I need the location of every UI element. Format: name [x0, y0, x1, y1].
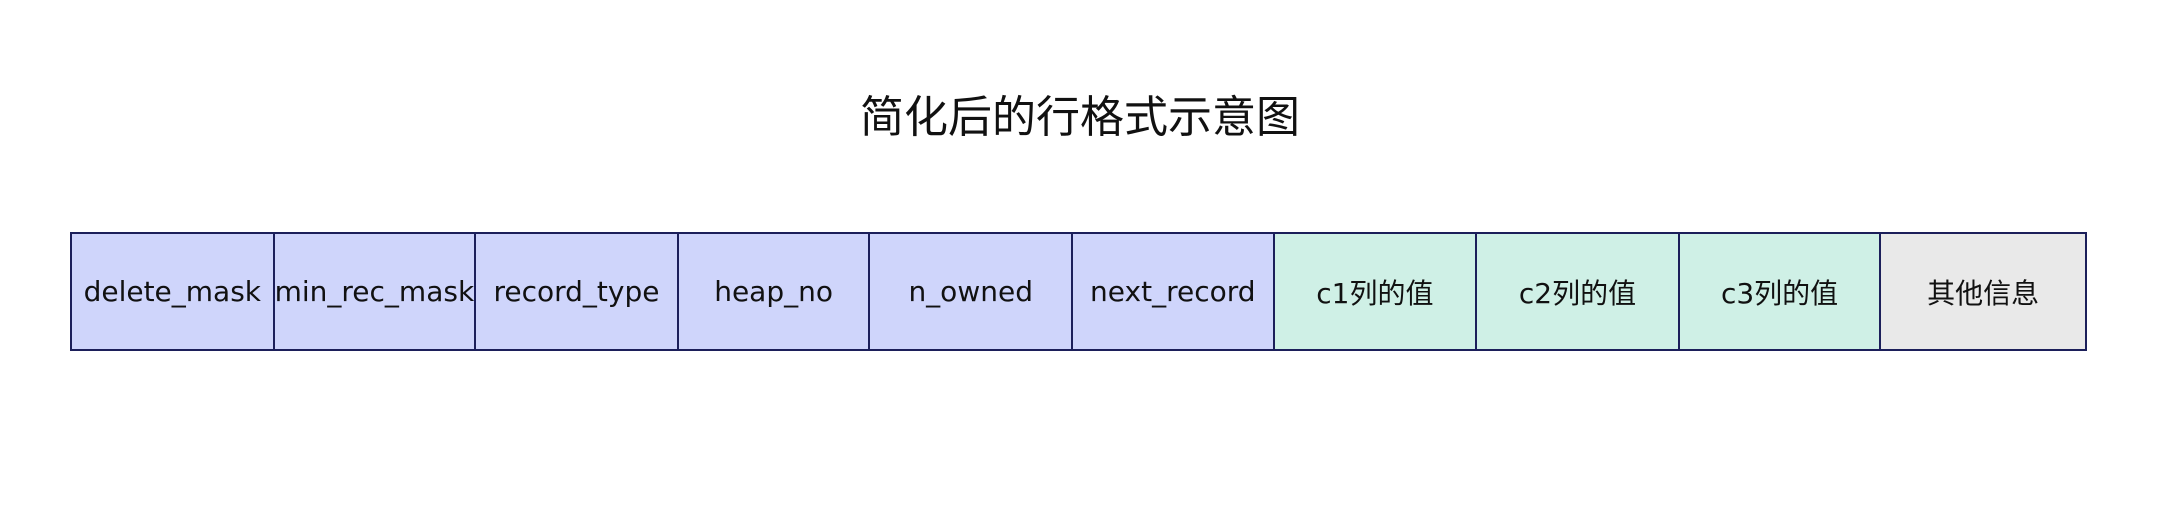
field-other-info: 其他信息 [1881, 234, 2085, 349]
field-c2-value: c2列的值 [1477, 234, 1680, 349]
row-format-strip: delete_mask min_rec_mask record_type hea… [70, 232, 2087, 351]
field-min-rec-mask: min_rec_mask [274, 234, 477, 349]
field-delete-mask: delete_mask [72, 234, 275, 349]
field-c1-value: c1列的值 [1274, 234, 1478, 349]
field-heap-no: heap_no [678, 234, 871, 349]
field-c3-value: c3列的值 [1679, 234, 1882, 349]
field-next-record: next_record [1073, 234, 1275, 349]
field-record-type: record_type [476, 234, 679, 349]
diagram-title: 简化后的行格式示意图 [860, 92, 1300, 143]
field-n-owned: n_owned [870, 234, 1073, 349]
